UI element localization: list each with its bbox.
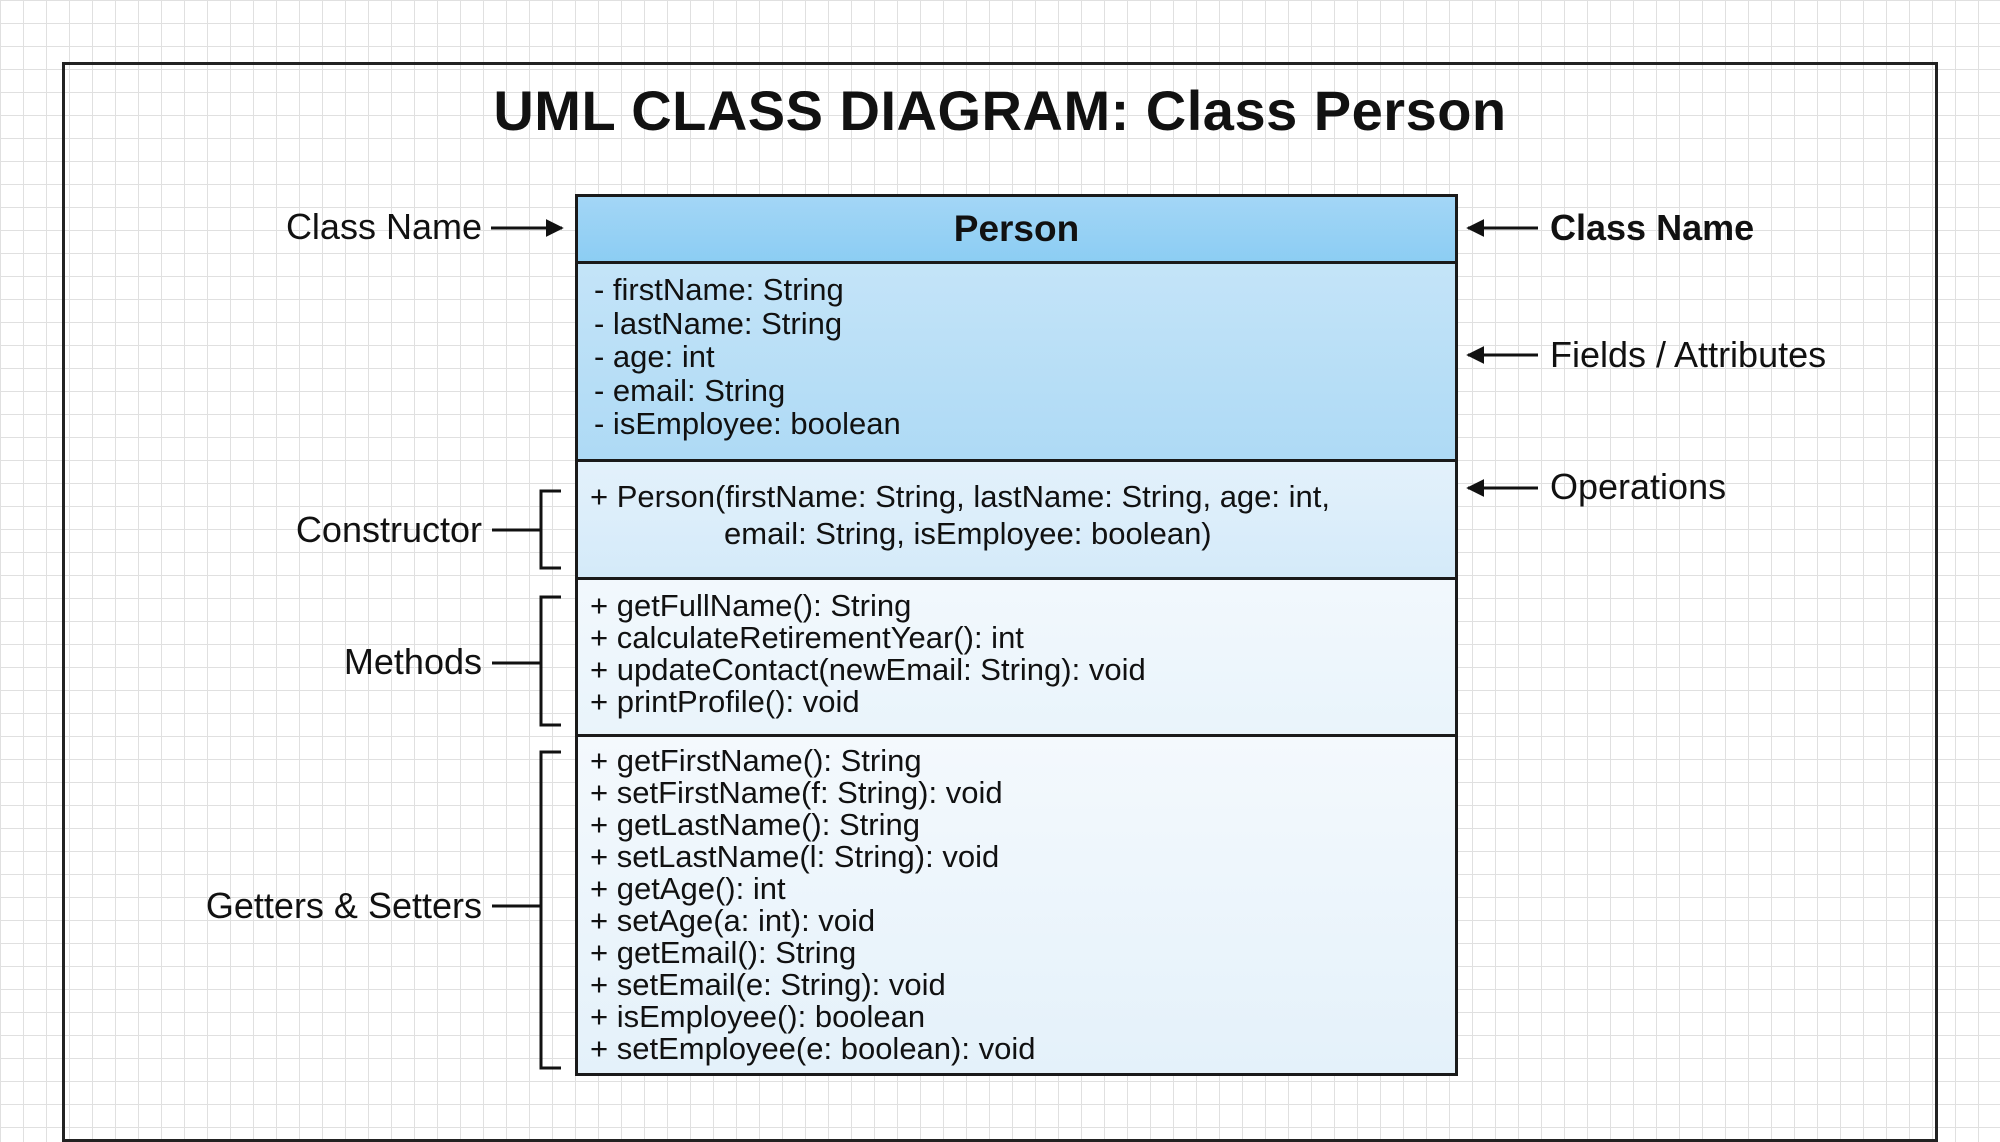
field-item: - email: String — [594, 372, 786, 408]
constructor-compartment: + Person(firstName: String, lastName: St… — [578, 462, 1455, 580]
uml-class-box: Person - firstName: String - lastName: S… — [575, 194, 1458, 1076]
field-item: - age: int — [594, 339, 715, 374]
class-name-compartment: Person — [578, 197, 1455, 264]
accessor-item: + setLastName(l: String): void — [590, 839, 1000, 874]
method-item: + updateContact(newEmail: String): void — [590, 652, 1146, 687]
right-label-operations: Operations — [1550, 466, 1727, 507]
right-label-fields: Fields / Attributes — [1550, 334, 1827, 375]
class-name: Person — [953, 208, 1080, 249]
methods-compartment: + getFullName(): String + calculateRetir… — [578, 580, 1455, 737]
accessor-item: + getFirstName(): String — [590, 743, 922, 778]
accessor-item: + setEmployee(e: boolean): void — [590, 1031, 1036, 1066]
left-label-constructor: Constructor — [295, 509, 482, 550]
fields-compartment: - firstName: String - lastName: String -… — [578, 264, 1455, 462]
left-label-getters-setters: Getters & Setters — [205, 885, 482, 926]
constructor-line: email: String, isEmployee: boolean) — [724, 516, 1212, 551]
bracket-getters-setters — [539, 750, 561, 1070]
getters-setters-compartment: + getFirstName(): String + setFirstName(… — [578, 737, 1455, 1073]
right-label-class-name: Class Name — [1550, 207, 1755, 248]
method-item: + printProfile(): void — [590, 684, 860, 719]
accessor-item: + setAge(a: int): void — [590, 903, 876, 938]
method-item: + getFullName(): String — [590, 588, 912, 623]
accessor-item: + setFirstName(f: String): void — [590, 775, 1003, 810]
diagram-title: UML CLASS DIAGRAM: Class Person — [493, 79, 1507, 142]
accessor-item: + getEmail(): String — [590, 935, 857, 970]
bracket-methods — [539, 595, 561, 727]
accessor-item: + setEmail(e: String): void — [590, 967, 946, 1002]
field-item: - isEmployee: boolean — [594, 406, 901, 441]
field-item: - firstName: String — [594, 272, 844, 307]
annotation-connectors — [491, 219, 1538, 1070]
left-label-methods: Methods — [343, 641, 482, 682]
accessor-item: + getAge(): int — [590, 871, 786, 906]
constructor-line: + Person(firstName: String, lastName: St… — [590, 479, 1330, 514]
field-item: - lastName: String — [594, 305, 843, 341]
accessor-item: + getLastName(): String — [590, 807, 920, 842]
bracket-constructor — [539, 489, 561, 570]
method-item: + calculateRetirementYear(): int — [590, 620, 1024, 655]
left-label-class-name: Class Name — [285, 206, 482, 247]
accessor-item: + isEmployee(): boolean — [590, 999, 926, 1034]
